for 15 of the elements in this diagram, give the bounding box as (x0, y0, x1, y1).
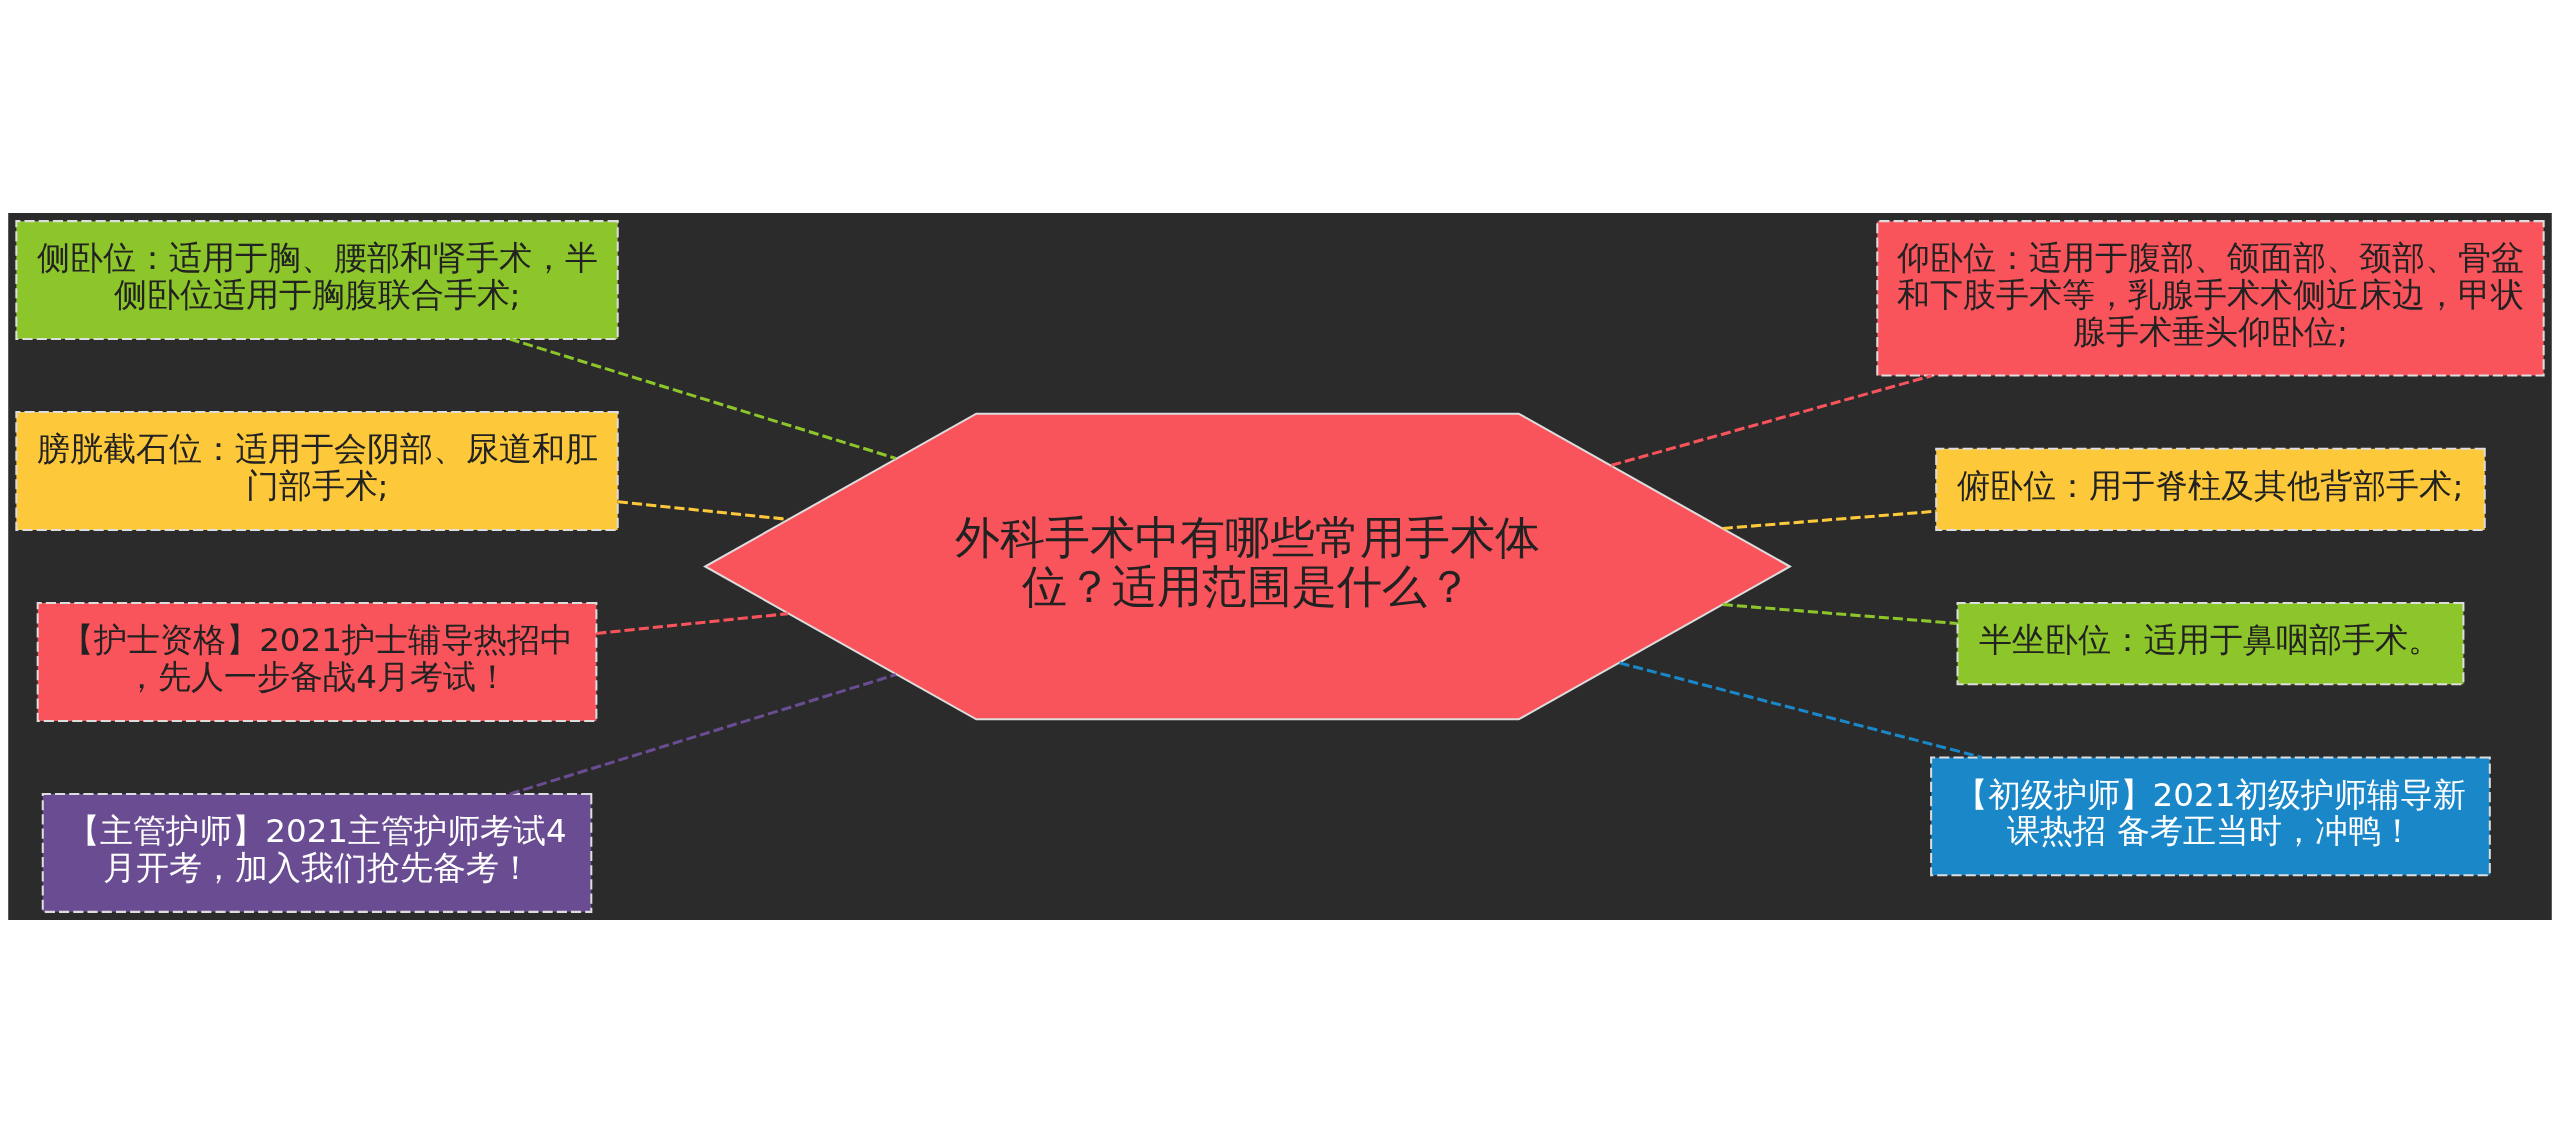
connector (1619, 660, 1983, 759)
node-box: 半坐卧位：适用于鼻咽部手术。 (1956, 601, 2465, 685)
node-box: 仰卧位：适用于腹部、颌面部、颈部、骨盆和下肢手术等，乳腺手术术侧近床边，甲状腺手术垂头仰卧位; (1876, 219, 2545, 377)
node-box: 【主管护师】2021主管护师考试4月开考，加入我们抢先备考！ (41, 792, 593, 913)
node-box: 膀胱截石位：适用于会阴部、尿道和肛门部手术; (15, 410, 619, 531)
connector (1610, 373, 1933, 467)
connector (596, 611, 789, 635)
node-box: 俯卧位：用于脊柱及其他背部手术; (1935, 447, 2486, 531)
connector (1722, 602, 1958, 625)
node-box: 侧卧位：适用于胸、腰部和肾手术，半侧卧位适用于胸腹联合手术; (15, 219, 619, 340)
connector (509, 672, 897, 795)
node-box: 【初级护师】2021初级护师辅导新课热招 备考正当时，冲鸭！ (1930, 755, 2491, 876)
connector (509, 337, 897, 460)
node-box: 【护士资格】2021护士辅导热招中，先人一步备战4月考试！ (36, 601, 598, 722)
connector (1722, 509, 1937, 530)
